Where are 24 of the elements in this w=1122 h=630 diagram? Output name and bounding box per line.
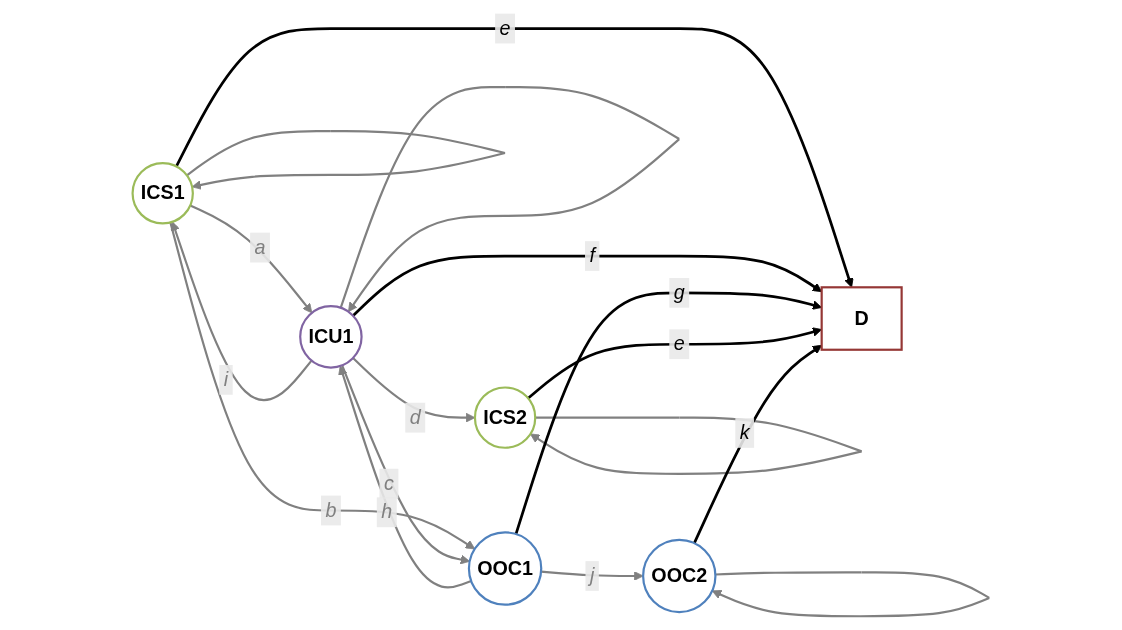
edge-label: e — [499, 17, 511, 39]
edge-label: a — [254, 236, 266, 258]
arrow — [170, 221, 313, 402]
node-box: D — [820, 286, 903, 351]
node-circle: OOC1 — [467, 531, 543, 606]
arrow — [541, 570, 644, 581]
node-circle: ICS2 — [473, 386, 537, 449]
node-circle: OOC2 — [642, 538, 717, 614]
edge-label: b — [325, 499, 337, 521]
node-circle: ICS1 — [131, 162, 194, 225]
node-circle: ICU1 — [299, 305, 363, 369]
arrow — [189, 204, 313, 314]
edge-label: e — [673, 332, 685, 355]
edge-label: d — [409, 406, 421, 429]
edge-label: h — [381, 500, 393, 523]
arrow — [175, 27, 854, 288]
edge-label: j — [589, 564, 595, 587]
arrow — [352, 254, 823, 317]
edge-label: i — [223, 368, 229, 391]
arrow — [693, 344, 823, 544]
edge-label: k — [739, 421, 750, 444]
edge-label: g — [673, 281, 685, 304]
edge-label: c — [383, 472, 394, 495]
edge-label: f — [589, 244, 595, 267]
